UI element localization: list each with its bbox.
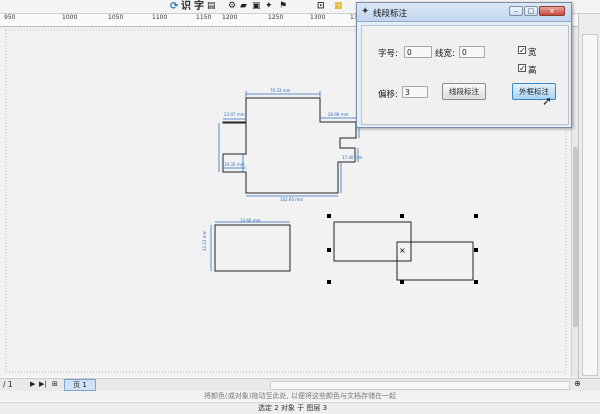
ruler-label: 950 [4, 14, 16, 21]
refresh-icon[interactable]: ⟳ [170, 1, 179, 12]
vertical-scrollbar[interactable] [571, 27, 579, 377]
next-page-icon[interactable]: ▶ [30, 380, 36, 388]
color-drop-hint: 将颜色(或对象)拖动至此处, 以便将这些颜色与文档存储在一起 [0, 391, 600, 401]
toolbar-item-shi[interactable]: 识 [181, 1, 191, 12]
zoom-icon[interactable]: ⊕ [574, 379, 581, 388]
page-border [5, 29, 567, 373]
app-star-icon: ✦ [361, 6, 370, 17]
settings-icon[interactable]: ⚙ [228, 1, 237, 11]
layout-icon[interactable]: ⊡ [317, 1, 325, 11]
status-text: 选定 2 对象 于 图层 3 [258, 404, 328, 412]
ruler-label: 1100 [152, 14, 168, 21]
selection-handles[interactable] [327, 214, 478, 284]
segment-dimension-dialog: ✦ 线段标注 – □ x 字号: 0 线宽: 0 ✓ 宽 ✓ 高 偏移: 3 线… [356, 2, 572, 128]
dialog-titlebar[interactable]: ✦ 线段标注 – □ x [357, 3, 571, 22]
segment-dimension-button[interactable]: 线段标注 [442, 83, 486, 100]
document-icon[interactable]: ▤ [207, 1, 216, 11]
page-count: / 1 [3, 380, 13, 389]
height-check-label: 高 [528, 66, 537, 76]
maximize-button[interactable]: □ [524, 6, 538, 16]
selected-rectangle-b[interactable] [396, 241, 474, 281]
line-width-field[interactable]: 0 [459, 46, 485, 58]
grid-icon[interactable]: ▦ [334, 1, 343, 11]
dialog-title: 线段标注 [373, 9, 408, 19]
outer-frame-dimension-button[interactable]: 外框标注 [512, 83, 556, 100]
center-marker-icon: × [399, 246, 406, 255]
minimize-button[interactable]: – [509, 6, 523, 16]
line-width-label: 线宽: [435, 49, 455, 59]
ruler-label: 1300 [310, 14, 326, 21]
close-button[interactable]: x [539, 6, 565, 16]
dim-label-top: 70.33 mm [270, 88, 291, 93]
last-page-icon[interactable]: ▶| [39, 380, 47, 388]
add-page-icon[interactable]: ⊞ [52, 380, 58, 388]
scrollbar-thumb[interactable] [573, 147, 578, 327]
ruler-label: 1250 [268, 14, 284, 21]
dim-label-left-upper: 23.97 mm [224, 112, 245, 117]
status-bar: 选定 2 对象 于 图层 3 [0, 402, 600, 414]
dim-label-left-mid: 19.32 mm [224, 162, 245, 167]
dim-label-rect-top: 33.66 mm [240, 218, 261, 223]
dim-label-bottom: 102.60 mm [280, 197, 303, 202]
offset-field[interactable]: 3 [402, 86, 428, 98]
font-size-field[interactable]: 0 [404, 46, 432, 58]
ruler-label: 1000 [62, 14, 78, 21]
ruler-label: 1200 [222, 14, 238, 21]
height-checkbox[interactable]: ✓ [518, 64, 526, 73]
flag-icon[interactable]: ⚑ [279, 1, 288, 11]
ruler-label: 1150 [196, 14, 212, 21]
font-size-label: 字号: [378, 49, 398, 59]
car-icon[interactable]: ▰ [240, 1, 247, 11]
ruler-label: 1050 [108, 14, 124, 21]
offset-label: 偏移: [378, 90, 398, 100]
dim-label-rect-left: 22.13 mm [202, 230, 207, 251]
width-check-label: 宽 [528, 48, 537, 58]
page-tab[interactable]: 页 1 [64, 379, 96, 391]
frame-icon[interactable]: ▣ [252, 1, 261, 11]
rectangle-shape[interactable] [214, 224, 291, 272]
dim-label-right-upper: 26.98 mm [328, 112, 349, 117]
docker-content [582, 34, 598, 376]
dialog-body: 字号: 0 线宽: 0 ✓ 宽 ✓ 高 偏移: 3 线段标注 外框标注 ➚ [361, 25, 569, 125]
mouse-cursor-icon: ➚ [542, 94, 553, 108]
width-checkbox[interactable]: ✓ [518, 46, 526, 55]
page-navigation-bar: / 1 ▶ ▶| ⊞ 页 1 ⊕ [0, 378, 600, 391]
right-docker-panel [578, 14, 600, 379]
toolbar-item-zi[interactable]: 字 [194, 1, 204, 12]
horizontal-scrollbar[interactable] [270, 381, 570, 390]
dim-label-right-mid: 17.40 mm [342, 155, 363, 160]
star-icon[interactable]: ✦ [265, 1, 273, 11]
